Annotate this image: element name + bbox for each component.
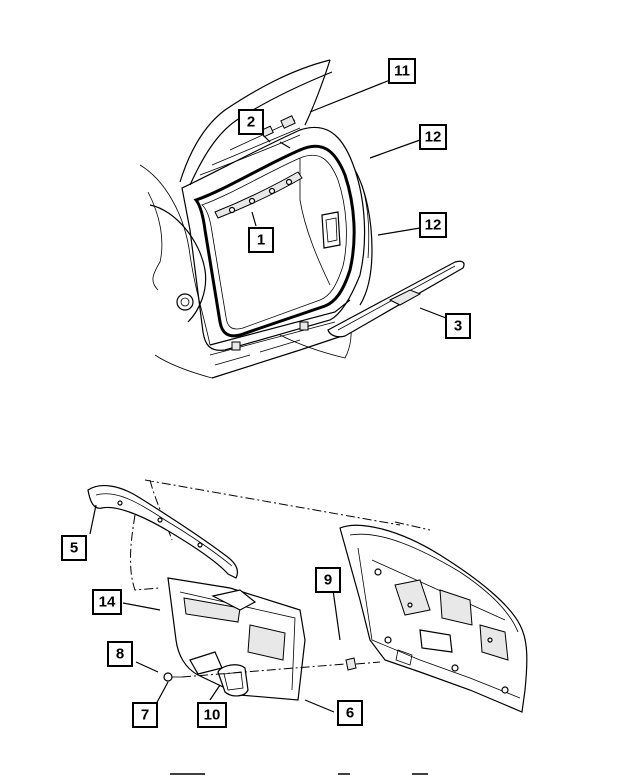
sill-scuff-plate: [327, 260, 465, 338]
callout-14: 14: [92, 589, 122, 615]
callout-12-lower: 12: [419, 212, 447, 238]
callout-7-label: 7: [141, 707, 149, 724]
lower-leader-lines: [89, 504, 341, 713]
callout-5-label: 5: [70, 540, 78, 557]
callout-11-label: 11: [394, 63, 410, 80]
vehicle-rear-opening: [139, 59, 373, 379]
callout-9: 9: [315, 567, 341, 593]
callout-7: 7: [132, 702, 158, 728]
callout-1-label: 1: [257, 232, 265, 249]
callout-3: 3: [445, 313, 471, 339]
callout-12-upper-label: 12: [425, 129, 442, 146]
liftgate-trim-panel: [167, 577, 306, 701]
callout-9-label: 9: [324, 572, 332, 589]
callout-8: 8: [107, 641, 133, 667]
liftgate-inner-panel: [339, 524, 528, 713]
upper-leader-lines: [251, 79, 447, 319]
alignment-line: [144, 479, 401, 541]
callout-8-label: 8: [116, 646, 124, 663]
pull-cup: [217, 664, 249, 697]
callout-14-label: 14: [99, 594, 116, 611]
upper-liftgate-trim: [87, 484, 238, 579]
callout-2: 2: [238, 109, 264, 135]
weatherstrip-seal: [193, 144, 356, 338]
callout-2-label: 2: [247, 114, 255, 131]
callout-1: 1: [248, 227, 274, 253]
fasteners: [163, 657, 381, 682]
clip-9: [345, 657, 357, 671]
callout-6-label: 6: [346, 705, 354, 722]
callout-6: 6: [337, 700, 363, 726]
screw-7: [163, 672, 173, 682]
callout-10: 10: [197, 702, 227, 728]
callout-12-lower-label: 12: [425, 217, 442, 234]
callout-5: 5: [61, 535, 87, 561]
callout-3-label: 3: [454, 318, 462, 335]
callout-11: 11: [388, 58, 416, 84]
callout-10-label: 10: [204, 707, 221, 724]
callout-12-upper: 12: [419, 124, 447, 150]
